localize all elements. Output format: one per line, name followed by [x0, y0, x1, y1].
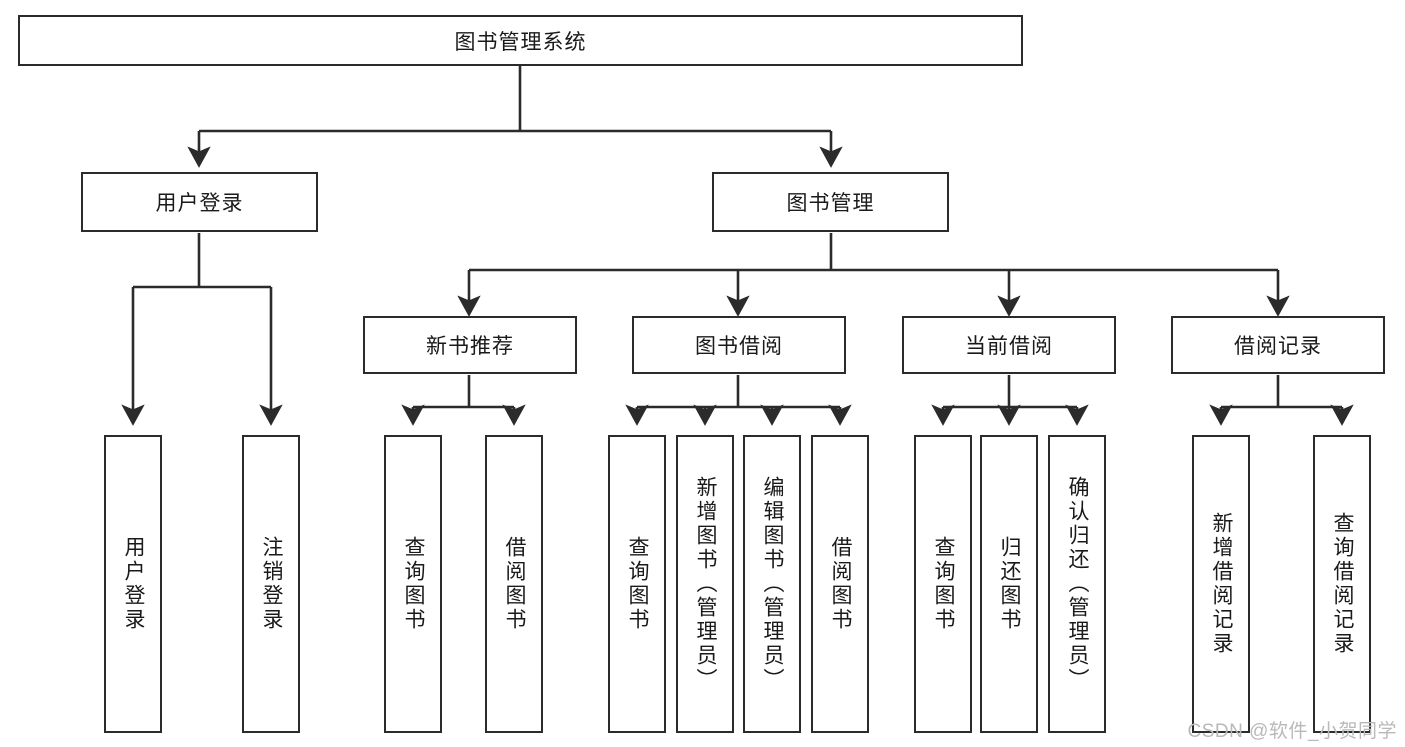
leaf-user-login[interactable]: 用户登录 — [104, 435, 162, 733]
node-label: 查询图书 — [932, 536, 956, 632]
leaf-borrow-book-new-rec[interactable]: 借阅图书 — [485, 435, 543, 733]
leaf-add-borrow-record[interactable]: 新增借阅记录 — [1192, 435, 1250, 733]
node-label: 新增图书（管理员） — [694, 476, 718, 692]
node-label: 查询借阅记录 — [1331, 512, 1355, 656]
leaf-return-book[interactable]: 归还图书 — [980, 435, 1038, 733]
leaf-edit-book-admin[interactable]: 编辑图书（管理员） — [743, 435, 801, 733]
leaf-borrow-book[interactable]: 借阅图书 — [811, 435, 869, 733]
node-user-login[interactable]: 用户登录 — [81, 172, 318, 232]
node-label: 借阅记录 — [1234, 335, 1322, 358]
node-label: 用户登录 — [155, 192, 244, 215]
node-current-borrowing[interactable]: 当前借阅 — [902, 316, 1116, 374]
leaf-confirm-return-admin[interactable]: 确认归还（管理员） — [1048, 435, 1106, 733]
node-book-management[interactable]: 图书管理 — [712, 172, 949, 232]
node-label: 新书推荐 — [426, 335, 514, 358]
node-label: 归还图书 — [998, 536, 1022, 632]
leaf-query-book-borrow[interactable]: 查询图书 — [608, 435, 666, 733]
node-root-book-management-system[interactable]: 图书管理系统 — [18, 15, 1023, 66]
leaf-query-book-new-rec[interactable]: 查询图书 — [384, 435, 442, 733]
node-label: 新增借阅记录 — [1210, 512, 1234, 656]
node-book-borrowing[interactable]: 图书借阅 — [632, 316, 846, 374]
node-label: 图书借阅 — [695, 335, 783, 358]
node-label: 借阅图书 — [829, 536, 853, 632]
node-label: 编辑图书（管理员） — [761, 476, 785, 692]
node-borrowing-record[interactable]: 借阅记录 — [1171, 316, 1385, 374]
leaf-logout[interactable]: 注销登录 — [242, 435, 300, 733]
node-label: 用户登录 — [122, 536, 146, 632]
node-label: 查询图书 — [402, 536, 426, 632]
node-label: 当前借阅 — [965, 335, 1053, 358]
node-label: 借阅图书 — [503, 536, 527, 632]
leaf-query-book-current[interactable]: 查询图书 — [914, 435, 972, 733]
node-label: 图书管理系统 — [454, 30, 587, 54]
node-label: 确认归还（管理员） — [1066, 476, 1090, 692]
csdn-watermark: CSDN @软件_小贺同学 — [1187, 721, 1397, 742]
leaf-add-book-admin[interactable]: 新增图书（管理员） — [676, 435, 734, 733]
node-label: 图书管理 — [786, 192, 875, 215]
node-label: 查询图书 — [626, 536, 650, 632]
node-new-book-recommendation[interactable]: 新书推荐 — [363, 316, 577, 374]
leaf-query-borrow-record[interactable]: 查询借阅记录 — [1313, 435, 1371, 733]
node-label: 注销登录 — [260, 536, 284, 632]
